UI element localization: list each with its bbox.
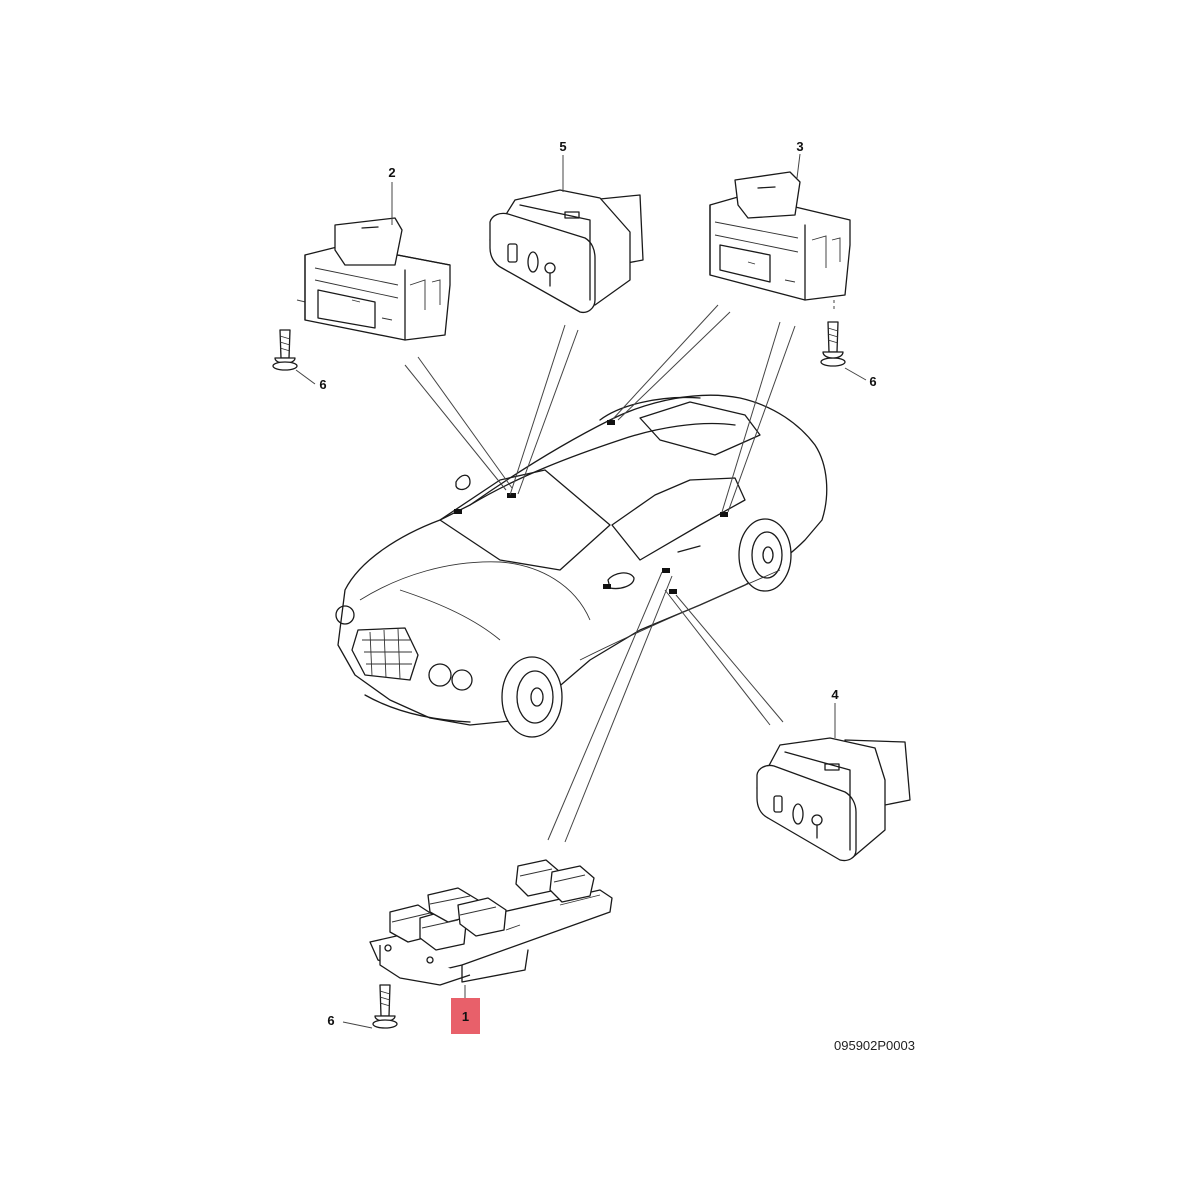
screw-icon: [820, 321, 846, 367]
window-switch-icon: [709, 171, 851, 301]
screw-icon: [372, 984, 398, 1029]
callout-6-label: 6: [869, 374, 876, 389]
car-illustration-icon: [335, 394, 828, 738]
screw-icon: [272, 329, 298, 371]
callout-5-label: 5: [559, 139, 566, 154]
callout-1-label: 1: [462, 1009, 469, 1024]
callout-6-label: 6: [327, 1013, 334, 1028]
leader-lines: [296, 299, 835, 843]
callout-1-highlight: [451, 998, 480, 1034]
callout-6-label: 6: [319, 377, 326, 392]
callout-3-label: 3: [796, 139, 803, 154]
seat-memory-switch-icon: [489, 189, 644, 314]
master-window-switch-panel-icon: [369, 859, 613, 986]
callout-2-label: 2: [388, 165, 395, 180]
callout-4-label: 4: [831, 687, 839, 702]
window-switch-icon: [304, 217, 451, 341]
reference-code: 095902P0003: [834, 1038, 915, 1053]
seat-memory-switch-icon: [756, 737, 911, 862]
